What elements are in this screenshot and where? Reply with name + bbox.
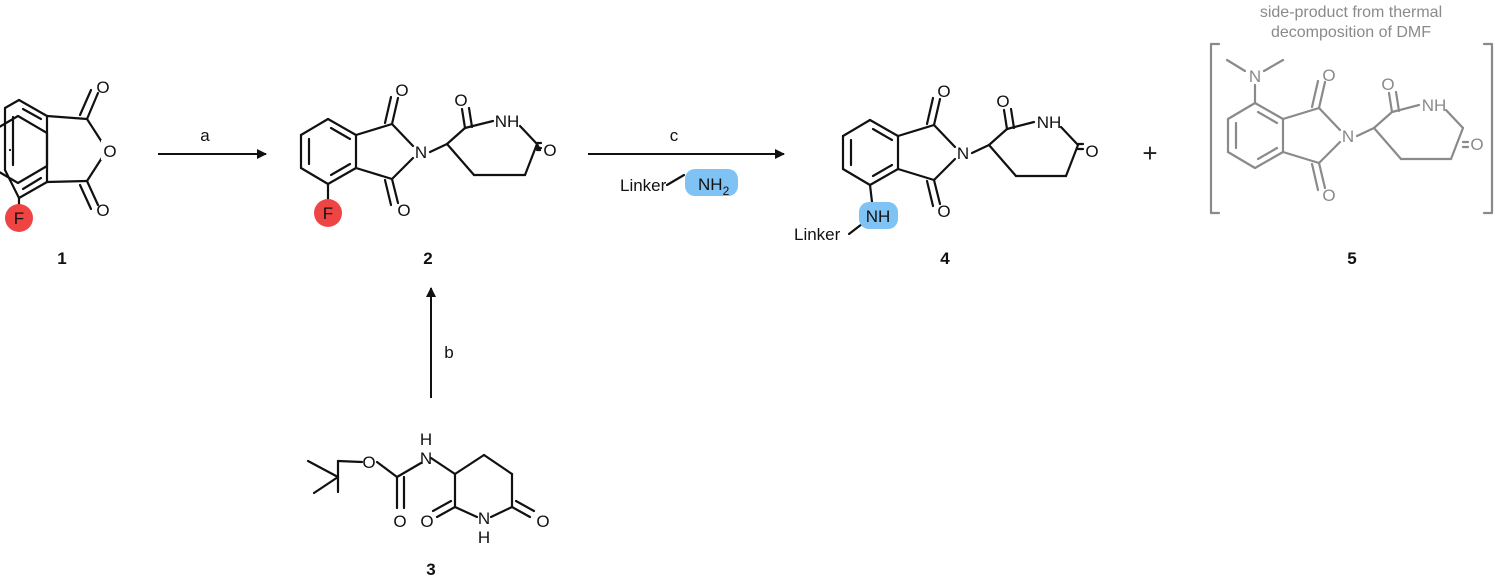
compound-5-brackets	[1209, 42, 1494, 215]
compound-2-label: 2	[423, 249, 432, 268]
compound-1-ring-oxygen: O	[103, 142, 116, 161]
compound-4-imide-nitrogen: N	[957, 144, 969, 163]
compound-5-glutarimide-oxygen-top: O	[1381, 75, 1394, 94]
compound-4-glutarimide-oxygen-right: O	[1085, 142, 1098, 161]
compound-4-amine: NH	[866, 207, 891, 226]
compound-1-carbonyl-oxygen-bottom: O	[96, 201, 109, 220]
compound-1-structure	[0, 88, 109, 214]
compound-5-imide-nitrogen: N	[1342, 127, 1354, 146]
compound-1-fluorine: F	[14, 209, 24, 228]
step-c-label: c	[670, 126, 679, 145]
step-b-label: b	[444, 343, 453, 362]
compound-4-glutarimide-nh: NH	[1037, 113, 1062, 132]
reagent-linker-bond	[665, 173, 686, 187]
reagent-amine-highlight	[685, 169, 738, 196]
reagent-linker-label: Linker	[620, 176, 667, 195]
compound-4-carbonyl-oxygen-top: O	[937, 82, 950, 101]
side-product-note-line2: decomposition of DMF	[1271, 24, 1431, 41]
side-product-note-line1: side-product from thermal	[1260, 4, 1442, 21]
compound-5-glutarimide-oxygen-right: O	[1470, 135, 1483, 154]
compound-3-glutarimide-oxygen-right: O	[536, 512, 549, 531]
plus-sign: +	[1142, 138, 1157, 168]
compound-4-label: 4	[940, 249, 950, 268]
compound-3-structure	[306, 453, 536, 519]
compound-2-glutarimide-oxygen-top: O	[454, 91, 467, 110]
compound-3-carbamate-h: H	[420, 430, 432, 449]
compound-3-label: 3	[426, 560, 435, 579]
compound-1-carbonyl-oxygen-top: O	[96, 78, 109, 97]
compound-4-amine-highlight	[859, 202, 898, 229]
compound-5-structure	[1225, 58, 1470, 192]
step-a-label: a	[200, 126, 210, 145]
compound-1-label: 1	[57, 249, 66, 268]
compound-3-ester-oxygen: O	[362, 453, 375, 472]
compound-5-glutarimide-nh: NH	[1422, 96, 1447, 115]
compound-5-dimethylamino-n: N	[1249, 67, 1261, 86]
compound-4-structure	[841, 96, 1085, 236]
compound-2-imide-nitrogen: N	[415, 143, 427, 162]
compound-3-glutarimide-n: N	[478, 509, 490, 528]
compound-2-carbonyl-oxygen-bottom: O	[397, 201, 410, 220]
compound-3-glutarimide-oxygen-left: O	[420, 512, 433, 531]
compound-2-structure	[299, 95, 542, 207]
compound-1-o-mask	[101, 140, 117, 160]
compound-2-fluorine: F	[323, 204, 333, 223]
compound-5-carbonyl-oxygen-bottom: O	[1322, 186, 1335, 205]
compound-5-carbonyl-oxygen-top: O	[1322, 66, 1335, 85]
compound-4-carbonyl-oxygen-bottom: O	[937, 202, 950, 221]
compound-3-glutarimide-h: H	[478, 528, 490, 547]
compound-1-fluorine-highlight	[5, 204, 33, 232]
compound-2-glutarimide-oxygen-right: O	[543, 141, 556, 160]
compound-4-glutarimide-oxygen-top: O	[996, 92, 1009, 111]
compound-3-carbonyl-oxygen: O	[393, 512, 406, 531]
compound-2-glutarimide-nh: NH	[495, 112, 520, 131]
compound-3-carbamate-n: N	[420, 449, 432, 468]
compound-2-carbonyl-oxygen-top: O	[395, 81, 408, 100]
compound-4-linker: Linker	[794, 225, 841, 244]
compound-2-fluorine-highlight	[314, 199, 342, 227]
reagent-amine: NH2	[698, 175, 730, 198]
compound-5-label: 5	[1347, 249, 1356, 268]
